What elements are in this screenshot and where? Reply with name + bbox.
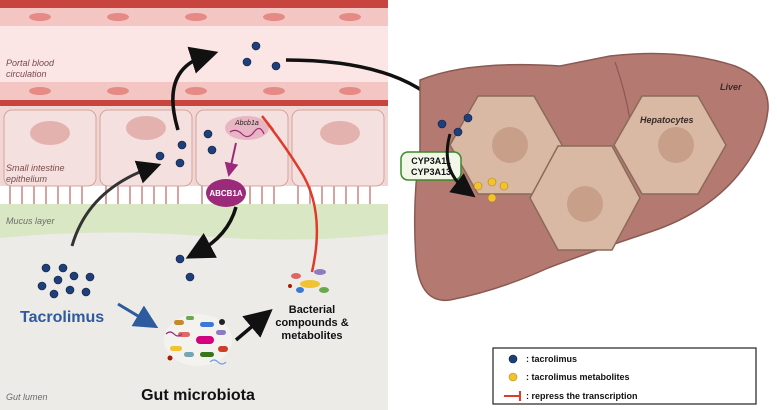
arrow-metabolism: [445, 133, 476, 198]
enzyme-label-1: CYP3A11: [411, 156, 451, 166]
tacrolimus-metabolites: [473, 177, 509, 203]
label-small-intestine-1: Small intestine: [6, 163, 65, 173]
tacrolimus-label: Tacrolimus: [20, 309, 104, 326]
bacterial-label-3: metabolites: [281, 330, 342, 342]
label-gut-lumen: Gut lumen: [6, 392, 48, 402]
enzyme-label-2: CYP3A13: [411, 167, 451, 177]
arrow-lumen-to-epithelium: [70, 160, 162, 247]
bacterial-compounds-cluster: [288, 269, 329, 293]
hepatocytes-label: Hepatocytes: [640, 115, 694, 125]
microbiota-cluster: [164, 314, 232, 366]
repress-line: [267, 123, 319, 273]
label-small-intestine-2: epithelium: [6, 174, 48, 184]
arrow-epithelium-to-blood: [171, 46, 219, 131]
gene-label: Abcb1a: [234, 120, 259, 127]
enzyme-box: [400, 151, 462, 181]
portal-blood-region: [0, 26, 388, 82]
legend-item-tacrolimus: : tacrolimus: [526, 354, 577, 364]
label-mucus-layer: Mucus layer: [6, 216, 56, 226]
endothelial-nuclei-top: [29, 13, 361, 21]
dna-icon: [229, 127, 265, 138]
epithelial-cells: [3, 109, 385, 187]
liver-label: Liver: [720, 82, 742, 92]
tacrolimus-molecules: [37, 41, 281, 299]
hepatocyte-nuclei: [492, 127, 694, 222]
legend-metabolite-icon: [508, 372, 518, 382]
liver-lobe-line: [614, 61, 631, 121]
abcb1a-transporter: [206, 179, 246, 207]
legend-item-repress: : repress the transcription: [526, 391, 638, 401]
expression-arrow: [224, 142, 239, 177]
liver-tacrolimus: [437, 113, 473, 137]
mucus-layer: [0, 204, 388, 240]
vessel-wall-bottom: [0, 100, 388, 106]
arrow-microbiota-to-compounds: [234, 308, 273, 342]
legend-box: [492, 347, 757, 405]
transporter-label: ABCB1A: [209, 189, 243, 198]
gene-nucleus: [225, 116, 269, 140]
bacterial-label-1: Bacterial: [289, 304, 335, 316]
legend-item-metabolites: : tacrolimus metabolites: [526, 372, 630, 382]
legend-tacrolimus-icon: [508, 354, 518, 364]
arrow-tacrolimus-to-microbiota: [117, 302, 159, 329]
repress-bar: [261, 115, 274, 131]
label-portal-blood-2: circulation: [6, 69, 47, 79]
label-portal-blood-1: Portal blood: [6, 58, 55, 68]
bacterial-label-2: compounds &: [275, 317, 348, 329]
microvilli: [9, 186, 371, 204]
arrow-efflux: [185, 206, 238, 259]
microbiota-label: Gut microbiota: [141, 387, 255, 404]
epithelial-nuclei: [30, 116, 360, 145]
vessel-wall-top: [0, 0, 388, 8]
endothelial-nuclei-bottom: [29, 87, 361, 95]
